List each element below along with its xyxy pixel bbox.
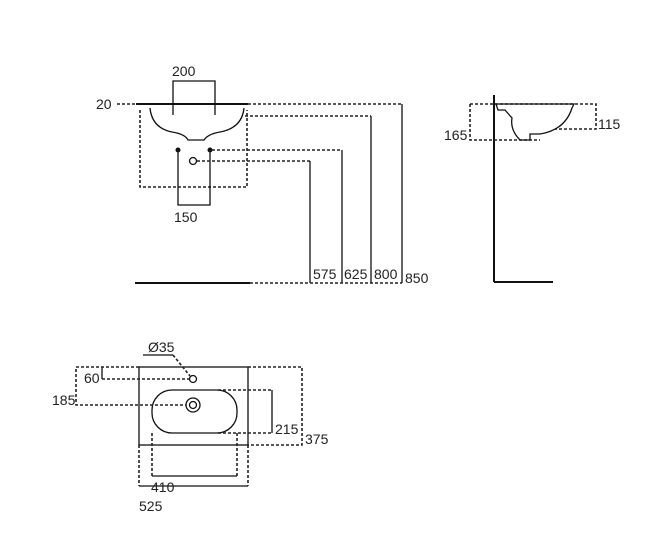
dim-line-410 (151, 433, 238, 476)
dim-line-525 (138, 445, 249, 486)
label-150: 150 (174, 209, 198, 225)
dim-line-215 (218, 389, 272, 434)
label-575: 575 (313, 266, 337, 282)
label-850: 850 (405, 270, 429, 286)
basin-section (495, 103, 576, 141)
label-115: 115 (598, 116, 621, 132)
label-525: 525 (139, 498, 163, 514)
dim-line-150 (177, 150, 211, 206)
fixing-point (175, 147, 181, 153)
label-165: 165 (444, 127, 468, 143)
fixing-point (207, 147, 213, 153)
drain-inner (188, 400, 198, 410)
side-view: 165 115 (444, 95, 621, 283)
waste-outlet (188, 156, 198, 166)
label-200: 200 (172, 63, 196, 79)
drain-outer (185, 397, 201, 413)
label-375: 375 (305, 431, 329, 447)
dim-line-200 (172, 80, 216, 115)
front-view: 20 200 150 575 625 800 850 (96, 63, 429, 286)
label-20: 20 (96, 96, 112, 112)
label-800: 800 (374, 266, 398, 282)
pedestal-outline (139, 110, 248, 188)
leader-35 (172, 354, 191, 377)
label-185: 185 (52, 392, 76, 408)
label-410: 410 (151, 479, 175, 495)
label-35: Ø35 (148, 339, 175, 355)
label-60: 60 (84, 370, 100, 386)
bowl-outline (151, 389, 238, 434)
basin-outline (149, 107, 245, 141)
dim-line-185 (75, 366, 186, 406)
basin-top-outline (138, 366, 249, 446)
plan-view: Ø35 60 185 215 375 410 525 (52, 339, 329, 514)
tap-hole (188, 374, 198, 384)
dim-line-375 (248, 366, 303, 446)
label-215: 215 (275, 421, 299, 437)
dim-line-165 (469, 104, 540, 141)
dim-line-115 (470, 103, 597, 130)
label-625: 625 (344, 266, 368, 282)
